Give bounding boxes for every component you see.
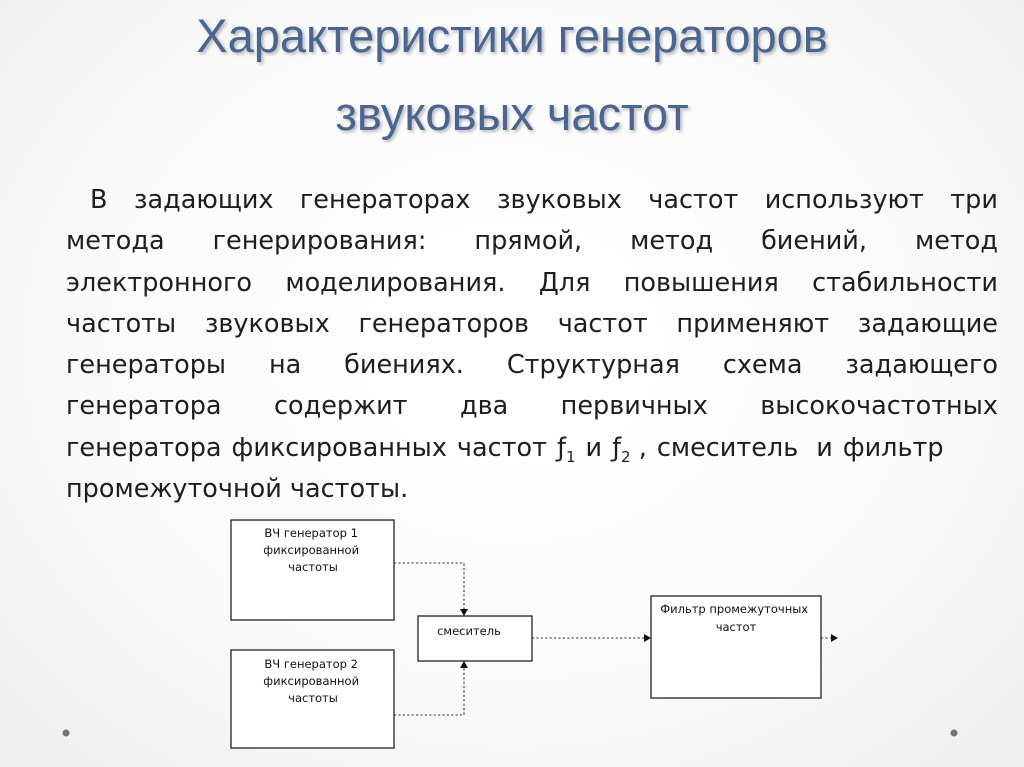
- word: Структурная: [506, 350, 680, 381]
- word: В: [90, 185, 108, 215]
- if-filter-box: [650, 595, 822, 699]
- word: фильтр: [842, 432, 944, 463]
- word: два: [459, 391, 509, 422]
- word: используют: [764, 185, 924, 215]
- word: задающих: [133, 185, 274, 215]
- arrow-into-filter: [644, 634, 651, 642]
- word: частот: [456, 432, 547, 463]
- word: и: [585, 432, 603, 463]
- frequency-f1: ƒ1: [556, 432, 576, 466]
- arrow-into-mixer-bottom: [460, 661, 468, 668]
- word: электронного: [66, 267, 252, 298]
- gen1-to-mixer-wire: [394, 562, 465, 611]
- if-filter-label: Фильтр промежуточных частот: [660, 602, 812, 634]
- word: генераторах: [299, 185, 471, 215]
- word: схема: [722, 350, 803, 381]
- word: биений,: [761, 226, 867, 257]
- word: и: [816, 432, 833, 463]
- paragraph-line-3: электронного моделирования. Для повышения ст…: [66, 263, 998, 304]
- word: метода: [66, 226, 165, 257]
- decor-dot-right: [950, 729, 958, 737]
- word: содержит: [273, 391, 408, 422]
- paragraph-line-4: частоты звуковых генераторов частот применяю…: [66, 304, 998, 345]
- word: смеситель: [656, 432, 799, 463]
- word: частоты: [66, 308, 177, 339]
- word: прямой,: [474, 226, 583, 257]
- hf-generator-2-label: ВЧ генератор 2 фиксированной частоты: [263, 657, 362, 705]
- word: генератора: [66, 432, 222, 463]
- word: биениях.: [344, 350, 464, 381]
- paragraph-line-2: метода генерирования: прямой, метод биений, м…: [66, 221, 998, 262]
- title-line-2: звуковых частот: [335, 87, 689, 140]
- decor-dot-left: [62, 729, 70, 737]
- word: частот: [648, 185, 739, 215]
- hf-generator-1-label: ВЧ генератор 1 фиксированной частоты: [263, 526, 362, 574]
- paragraph-line-6: генератора содержит два первичных высокочаст…: [66, 386, 998, 427]
- word: три: [950, 185, 998, 215]
- output-arrow: [831, 634, 838, 642]
- word: фиксированных: [231, 432, 447, 463]
- hf-generator-1-box: [230, 519, 395, 621]
- word: первичных: [560, 391, 708, 422]
- word: задающие: [857, 308, 998, 339]
- word: метод: [630, 226, 714, 257]
- title-line-1: Характеристики генераторов: [196, 9, 828, 62]
- mixer-label: смеситель: [437, 624, 501, 638]
- word: частот: [557, 308, 648, 339]
- word: стабильности: [812, 267, 998, 298]
- word: звуковых: [204, 308, 330, 339]
- word: генератора: [66, 391, 222, 422]
- word: генераторы: [66, 350, 227, 381]
- frequency-f2: ƒ2 ,: [612, 432, 647, 466]
- gen2-to-mixer-wire: [394, 666, 465, 716]
- word: задающего: [845, 350, 998, 381]
- word: генерирования:: [212, 226, 427, 257]
- word: моделирования.: [285, 267, 506, 298]
- word: метод: [914, 226, 998, 257]
- word: применяют: [676, 308, 830, 339]
- word: генераторов: [358, 308, 529, 339]
- word: Для: [538, 267, 591, 298]
- word: высокочастотных: [760, 391, 998, 422]
- paragraph-line-8: промежуточной частоты.: [66, 474, 409, 505]
- arrow-into-mixer-top: [460, 609, 468, 616]
- paragraph-line-5: генераторы на биениях. Структурная схема зада…: [66, 345, 998, 386]
- mixer-box: [417, 615, 533, 662]
- paragraph-line-7: генератора фиксированных частот ƒ1 и ƒ2 …: [66, 428, 998, 469]
- word: на: [268, 350, 302, 381]
- word: звуковых: [496, 185, 622, 215]
- hf-generator-2-box: [230, 649, 395, 749]
- word: повышения: [623, 267, 779, 298]
